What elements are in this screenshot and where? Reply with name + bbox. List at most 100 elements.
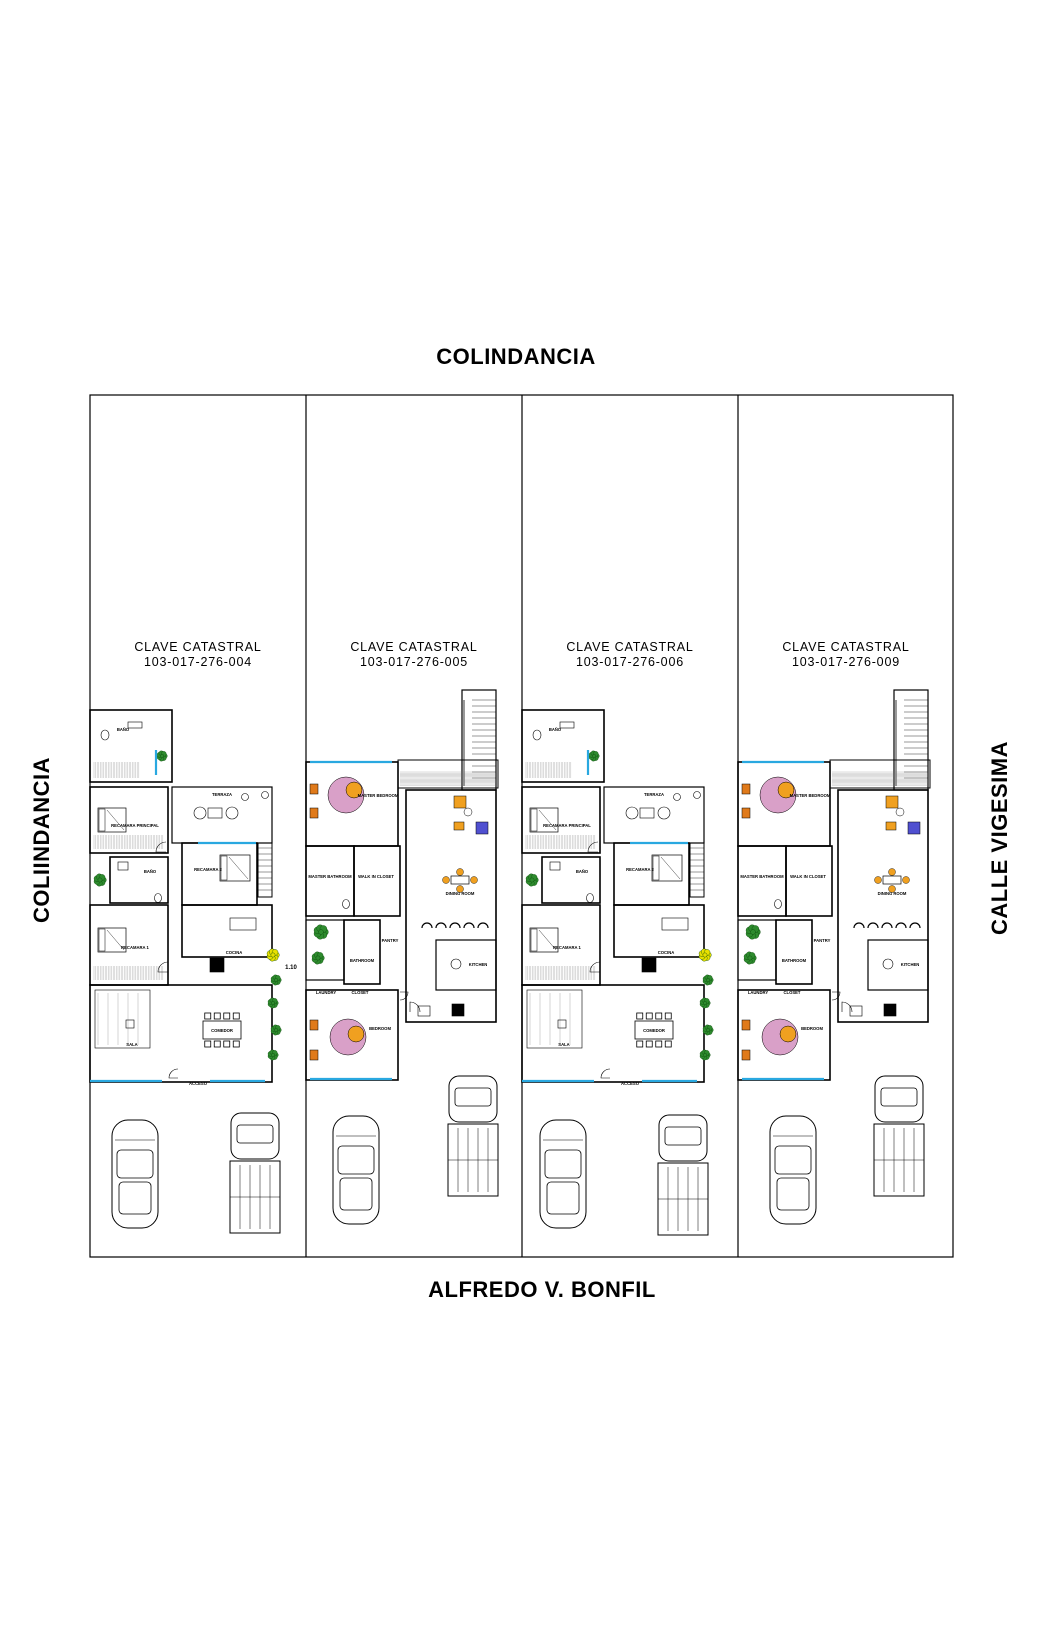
wall	[181, 904, 273, 958]
nightstand-icon	[741, 1019, 751, 1031]
door-swing	[155, 841, 167, 853]
stove-icon	[417, 1005, 431, 1017]
nightstand-icon	[741, 1049, 751, 1061]
room-label: COCINA	[226, 950, 243, 955]
door-swing	[589, 961, 601, 973]
armchair-icon	[885, 821, 897, 831]
armchair-icon	[475, 821, 489, 835]
door-swing	[399, 991, 409, 1001]
room-label: KITCHEN	[469, 962, 488, 967]
kitchen-table-icon	[450, 958, 462, 970]
lot-1-cadastral-label: CLAVE CATASTRAL	[134, 640, 261, 654]
bar-stool-icon	[421, 922, 433, 929]
door-swing	[409, 1001, 421, 1013]
bed-icon	[219, 854, 251, 882]
south-street-label: ALFREDO V. BONFIL	[428, 1277, 656, 1302]
room-label: BAÑO	[576, 869, 589, 874]
room-label: BEDROOM	[369, 1026, 391, 1031]
pickup-truck-icon	[447, 1075, 499, 1197]
wall	[109, 856, 169, 904]
terrace-table-icon	[639, 807, 655, 819]
fridge-icon	[883, 1003, 897, 1017]
line	[538, 929, 557, 951]
plant-icon	[313, 924, 329, 940]
lamp-icon	[463, 807, 473, 817]
room-label: DINING ROOM	[446, 891, 475, 896]
toilet-icon	[559, 721, 575, 729]
wall	[521, 786, 601, 854]
wall	[829, 759, 931, 789]
wall	[89, 786, 169, 854]
bed-icon	[529, 807, 559, 833]
pickup-truck-icon	[873, 1075, 925, 1197]
armchair-icon	[453, 795, 467, 809]
plant-icon	[525, 873, 539, 887]
room-label: DINING ROOM	[878, 891, 907, 896]
door-swing	[168, 1068, 179, 1079]
rug-icon	[347, 1025, 365, 1043]
wall	[181, 842, 258, 906]
car-icon	[769, 1115, 817, 1225]
wall	[343, 919, 381, 985]
room-label: PANTRY	[382, 938, 399, 943]
wall	[613, 842, 690, 906]
room-label: RECAMARA 1	[553, 945, 581, 950]
bar-stool-icon	[867, 922, 879, 929]
bar-stool-icon	[881, 922, 893, 929]
room-label: BAÑO	[144, 869, 157, 874]
lamp-icon	[895, 807, 905, 817]
nightstand-icon	[309, 783, 319, 795]
dining-table-icon	[634, 1012, 674, 1048]
room-label: BAÑO	[549, 727, 562, 732]
coffee-table-icon	[125, 1019, 135, 1029]
dining-table-icon	[442, 868, 478, 893]
room-label: RECAMARA 2	[194, 867, 222, 872]
wall	[89, 984, 273, 1083]
room-label: KITCHEN	[901, 962, 920, 967]
room-label: RECAMARA 1	[121, 945, 149, 950]
wall	[737, 919, 777, 981]
counter-icon	[229, 917, 257, 931]
sink-icon	[117, 861, 129, 871]
nightstand-icon	[309, 807, 319, 819]
plant-icon	[156, 750, 168, 762]
pickup-truck-icon	[229, 1112, 281, 1234]
room-label: LAUNDRY	[748, 990, 769, 995]
room-label: PANTRY	[814, 938, 831, 943]
plant-icon	[266, 948, 280, 962]
bed-icon	[529, 927, 559, 953]
toilet-icon	[532, 729, 542, 741]
floor-hatch	[93, 966, 163, 980]
wall	[353, 845, 401, 917]
door-swing	[841, 1001, 853, 1013]
sink-icon	[549, 861, 561, 871]
bar-stool-icon	[435, 922, 447, 929]
coffee-table-icon	[557, 1019, 567, 1029]
bed-icon	[97, 927, 127, 953]
wall	[893, 689, 929, 791]
plant-icon	[588, 750, 600, 762]
plant-pot-icon	[261, 791, 269, 799]
plant-icon	[699, 1049, 711, 1061]
line	[106, 929, 125, 951]
sofa-icon	[94, 989, 151, 1049]
plant-icon	[267, 1049, 279, 1061]
room-label: BATHROOM	[782, 958, 807, 963]
rug-icon	[777, 781, 795, 799]
room-label: CLOSET	[784, 990, 801, 995]
lot-3-cadastral-code: 103-017-276-006	[576, 655, 684, 669]
bed-icon	[97, 807, 127, 833]
plant-pot-icon	[673, 793, 681, 801]
kitchen-island-icon	[209, 957, 225, 973]
wall	[435, 939, 497, 991]
wall	[89, 709, 173, 783]
kitchen-table-icon	[882, 958, 894, 970]
lot-1-cadastral-code: 103-017-276-004	[144, 655, 252, 669]
toilet-icon	[127, 721, 143, 729]
wall	[405, 789, 497, 1023]
